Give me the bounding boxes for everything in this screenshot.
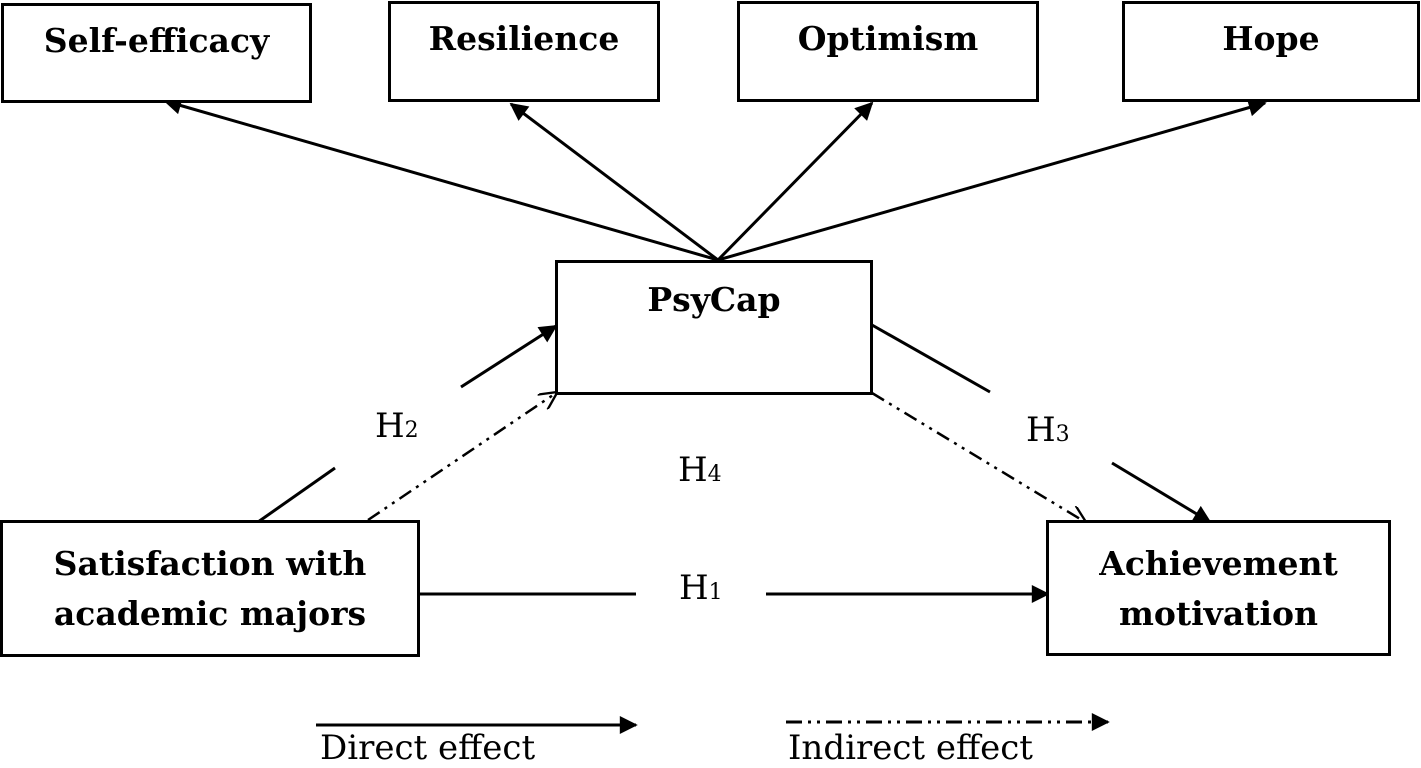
node-optimism: Optimism bbox=[737, 1, 1039, 102]
node-self-efficacy: Self-efficacy bbox=[1, 3, 312, 103]
label-h3: H3 bbox=[1026, 410, 1070, 455]
node-self-efficacy-label: Self-efficacy bbox=[43, 21, 270, 60]
path-h2-upper-segment bbox=[460, 324, 558, 389]
node-hope-label: Hope bbox=[1222, 19, 1320, 58]
label-h4-sub: 4 bbox=[707, 462, 722, 487]
node-achievement-label: Achievement motivation bbox=[1099, 544, 1338, 633]
node-satisfaction-label: Satisfaction with academic majors bbox=[53, 544, 367, 633]
label-h4: H4 bbox=[678, 450, 722, 495]
label-h1: H1 bbox=[679, 568, 723, 613]
arrow-psycap-to-self-efficacy bbox=[163, 96, 719, 262]
path-h3-upper-segment bbox=[871, 323, 991, 394]
label-h4-letter: H bbox=[678, 450, 708, 490]
label-h3-sub: 3 bbox=[1055, 422, 1070, 447]
label-h2-sub: 2 bbox=[404, 418, 419, 443]
arrow-psycap-to-resilience bbox=[509, 102, 719, 262]
node-achievement-motivation: Achievement motivation bbox=[1046, 520, 1391, 656]
node-resilience-label: Resilience bbox=[428, 19, 620, 58]
label-h2: H2 bbox=[375, 406, 419, 451]
node-psycap-label: PsyCap bbox=[647, 280, 781, 319]
label-h1-sub: 1 bbox=[708, 580, 723, 605]
label-h1-letter: H bbox=[679, 568, 709, 608]
node-satisfaction-with-academic-majors: Satisfaction with academic majors bbox=[0, 520, 420, 657]
legend-indirect-label: Indirect effect bbox=[788, 728, 1033, 768]
node-hope: Hope bbox=[1122, 1, 1420, 102]
label-h2-letter: H bbox=[375, 406, 405, 446]
arrow-psycap-to-optimism bbox=[716, 101, 874, 262]
node-psycap: PsyCap bbox=[555, 260, 873, 395]
node-optimism-label: Optimism bbox=[797, 19, 979, 58]
label-h3-letter: H bbox=[1026, 410, 1056, 450]
arrow-psycap-to-hope bbox=[717, 98, 1267, 262]
path-h3-lower-segment bbox=[1111, 461, 1212, 524]
node-resilience: Resilience bbox=[388, 1, 660, 102]
path-h4-indirect-second-leg bbox=[871, 391, 1085, 522]
path-h2-lower-segment bbox=[257, 466, 336, 524]
legend-direct-label: Direct effect bbox=[320, 728, 536, 768]
